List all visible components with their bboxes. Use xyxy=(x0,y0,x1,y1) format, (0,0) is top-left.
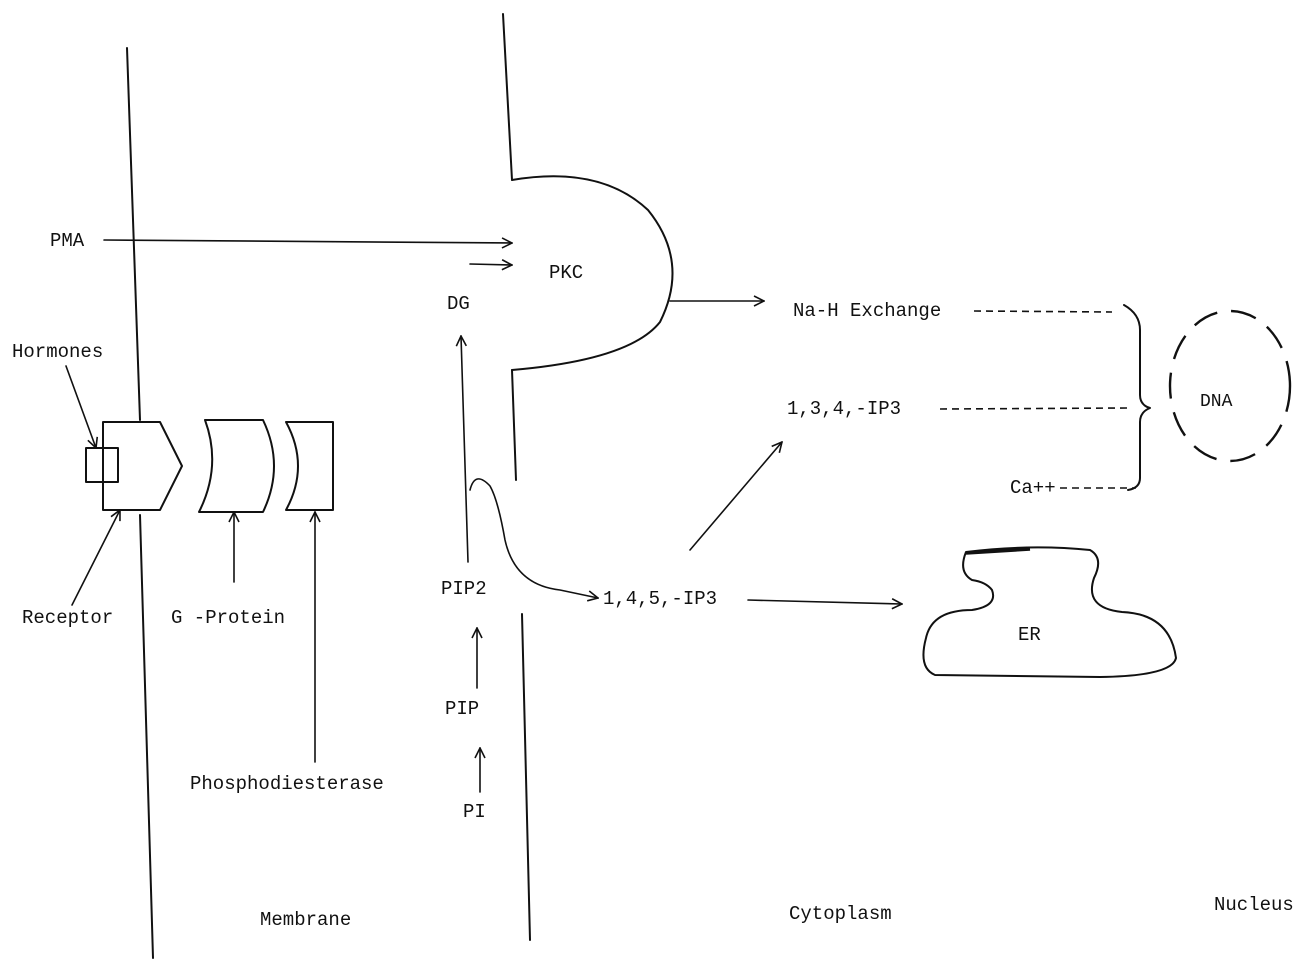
ip3-134-dashed-line xyxy=(940,408,1128,409)
convergence-brace xyxy=(1124,305,1150,490)
pkc-shape xyxy=(512,176,673,370)
pi-label: PI xyxy=(463,803,486,822)
pip2-to-ip3-arrow xyxy=(470,479,598,598)
hormones-arrow xyxy=(66,366,96,448)
na-h-dashed-line xyxy=(974,311,1112,312)
ip3-145-label: 1,4,5,-IP3 xyxy=(603,590,717,609)
pip-label: PIP xyxy=(445,700,479,719)
receptor-shape xyxy=(103,422,182,510)
dna-label: DNA xyxy=(1200,393,1232,411)
phosphodiesterase-shape xyxy=(286,422,333,510)
er-label: ER xyxy=(1018,626,1041,645)
dg-label: DG xyxy=(447,295,470,314)
pma-arrow xyxy=(104,240,512,243)
pkc-label: PKC xyxy=(549,264,583,283)
membrane-outer-line xyxy=(127,48,153,958)
hormones-label: Hormones xyxy=(12,343,103,362)
er-shape xyxy=(923,547,1176,677)
ca-label: Ca++ xyxy=(1010,479,1056,498)
pip2-label: PIP2 xyxy=(441,580,487,599)
g-protein-label: G -Protein xyxy=(171,609,285,628)
dg-arrow xyxy=(470,264,512,265)
nucleus-dashed-boundary xyxy=(1170,311,1290,461)
pma-label: PMA xyxy=(50,232,84,251)
cytoplasm-label: Cytoplasm xyxy=(789,905,892,924)
receptor-arrow xyxy=(72,510,120,605)
nucleus-label: Nucleus xyxy=(1214,896,1294,915)
ip3-to-ip3-134-arrow xyxy=(690,442,782,550)
phosphodiesterase-label: Phosphodiesterase xyxy=(190,775,384,794)
pip2-to-dg-arrow xyxy=(461,336,468,562)
ip3-to-er-arrow xyxy=(748,600,902,604)
receptor-label: Receptor xyxy=(22,609,113,628)
g-protein-shape xyxy=(199,420,274,512)
ip3-134-label: 1,3,4,-IP3 xyxy=(787,400,901,419)
er-top-edge xyxy=(966,549,1030,553)
membrane-label: Membrane xyxy=(260,911,351,930)
na-h-exchange-label: Na-H Exchange xyxy=(793,302,941,321)
membrane-inner-line xyxy=(503,14,530,940)
